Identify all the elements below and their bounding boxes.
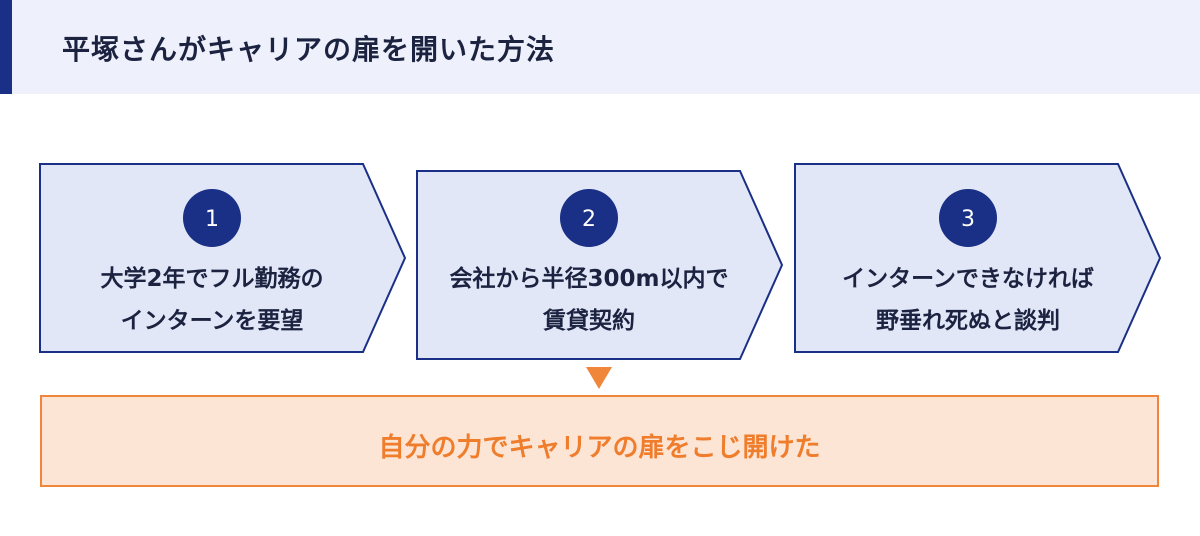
- step-1-line-2: インターンを要望: [120, 308, 304, 334]
- down-arrow-icon: [586, 367, 612, 389]
- step-1-number-circle: [183, 189, 241, 247]
- step-2-chevron: [416, 170, 784, 360]
- step-3-number: 3: [961, 207, 975, 232]
- header-band: 平塚さんがキャリアの扉を開いた方法: [0, 0, 1200, 94]
- step-1-line-1: 大学2年でフル勤務の: [100, 266, 324, 292]
- step-3-line-2: 野垂れ死ぬと談判: [876, 308, 1060, 334]
- step-2-line-2: 賃貸契約: [543, 308, 635, 334]
- step-3-number-circle: [939, 189, 997, 247]
- result-box: 自分の力でキャリアの扉をこじ開けた: [40, 395, 1159, 487]
- step-2-number-circle: [560, 189, 618, 247]
- step-3-chevron: [794, 163, 1162, 353]
- step-1-text: 大学2年でフル勤務の インターンを要望: [52, 258, 372, 342]
- step-2-number: 2: [582, 207, 596, 232]
- page-title: 平塚さんがキャリアの扉を開いた方法: [62, 33, 556, 66]
- step-1-chevron: [39, 163, 407, 353]
- step-2-text: 会社から半径300m以内で 賃貸契約: [429, 258, 749, 342]
- step-3-text: インターンできなければ 野垂れ死ぬと談判: [808, 258, 1128, 342]
- step-1-number: 1: [205, 207, 219, 232]
- step-3-line-1: インターンできなければ: [842, 266, 1094, 292]
- header-accent-bar: [0, 0, 12, 94]
- result-text: 自分の力でキャリアの扉をこじ開けた: [378, 433, 821, 463]
- step-2-line-1: 会社から半径300m以内で: [449, 266, 729, 292]
